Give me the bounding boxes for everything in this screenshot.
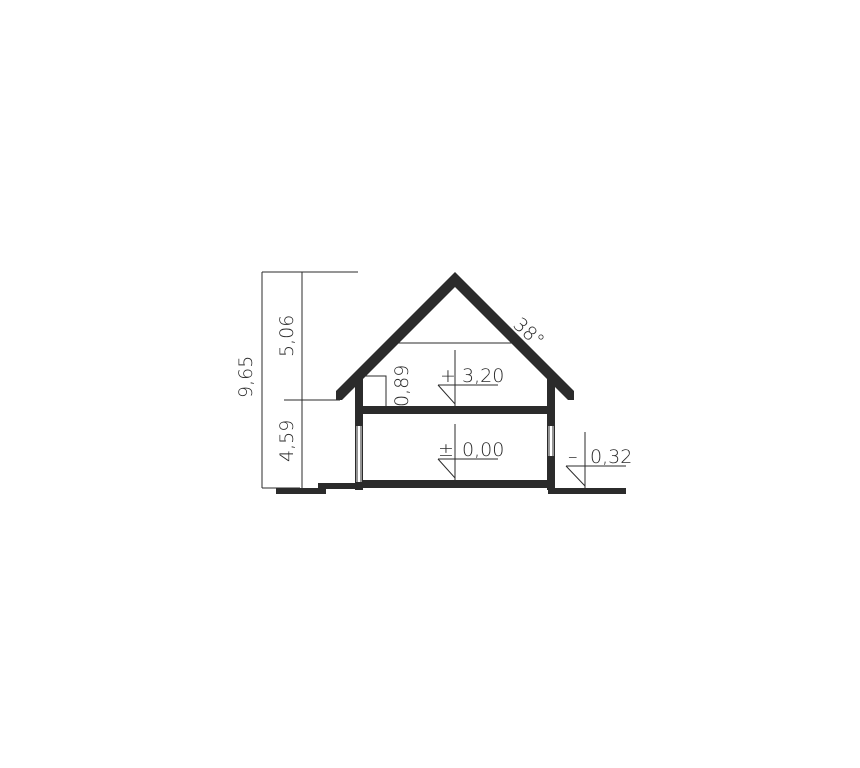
- attic-level-sign: +: [440, 365, 456, 387]
- terrain-level-marker: – 0,32: [565, 432, 632, 488]
- knee-wall-label: 0,89: [391, 365, 413, 407]
- attic-level-marker: + 3,20: [437, 350, 504, 406]
- terrain-level-value: 0,32: [590, 446, 632, 468]
- total-height-label: 9,65: [235, 356, 257, 398]
- height-dimension-lines: [261, 271, 358, 489]
- ground-to-eave-label: 4,59: [276, 420, 298, 462]
- terrain-level-sign: –: [568, 446, 578, 468]
- terrain-line: [276, 483, 626, 494]
- ground-level-value: 0,00: [462, 439, 504, 461]
- ground-floor-level-marker: ± 0,00: [437, 424, 504, 480]
- ground-level-sign: ±: [438, 439, 454, 461]
- attic-level-value: 3,20: [462, 365, 504, 387]
- walls: [355, 378, 555, 490]
- knee-wall-outline: [362, 375, 387, 407]
- roof: [336, 272, 574, 400]
- roof-height-label: 5,06: [276, 315, 298, 357]
